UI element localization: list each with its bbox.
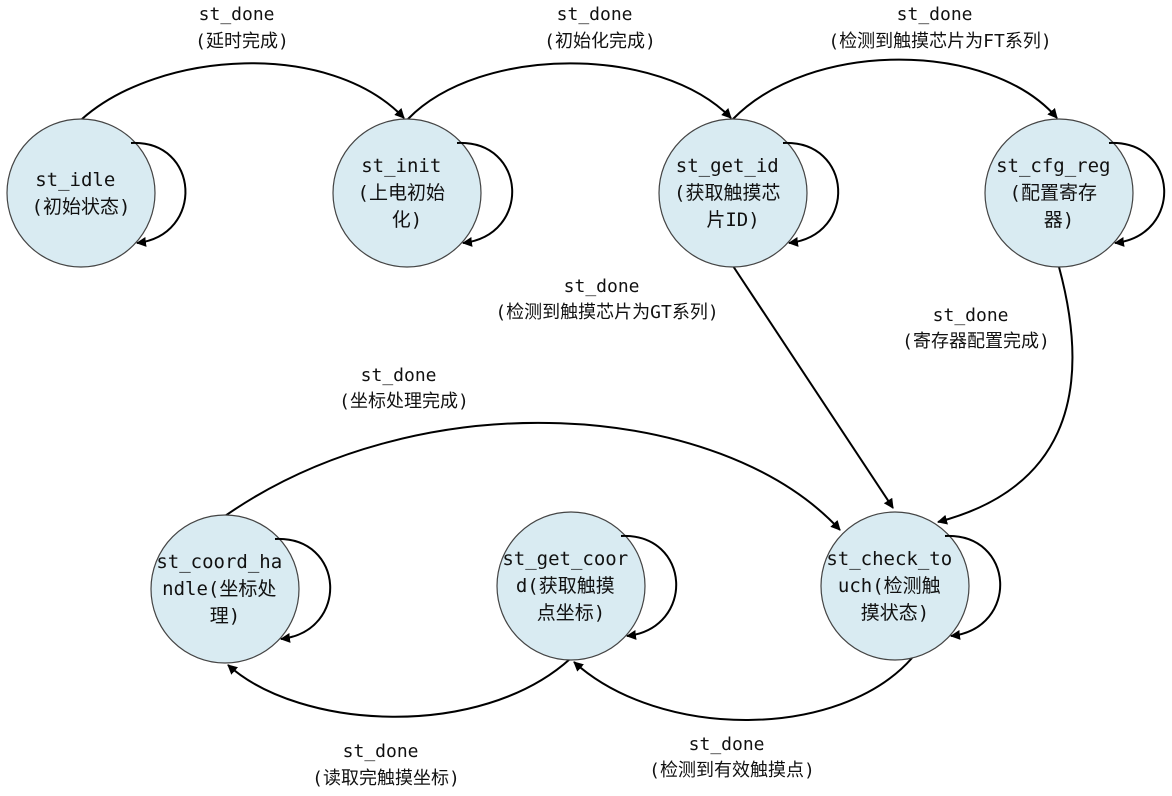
state-label-line: (获取触摸芯: [674, 182, 780, 204]
self-loop: [782, 141, 840, 247]
svg-text:st_coord_ha ndle(坐标处: st_coord_ha ndle(坐标处 理): [156, 551, 293, 627]
state-label-line: st_coord_ha: [156, 551, 282, 573]
edge-label-line: (初始化完成): [544, 31, 656, 52]
state-label-line: (上电初始: [358, 182, 445, 204]
label-getid-to-check: st_done (检测到触摸芯片为GT系列): [495, 276, 718, 323]
state-label-line: 化): [392, 209, 422, 231]
state-circle: [496, 511, 646, 661]
state-label-line: (配置寄存: [1010, 182, 1097, 204]
self-loop: [1108, 141, 1166, 247]
state-label-line: (初始状态): [32, 196, 131, 218]
state-circle: [984, 118, 1134, 268]
edge-getc-to-coordh: [227, 658, 571, 718]
svg-text:st_get_id (获取触摸芯 片: st_get_id (获取触摸芯 片ID): [674, 155, 792, 231]
edge-label-line: (延时完成): [195, 31, 289, 52]
edge-label-line: st_done: [199, 4, 275, 25]
self-loop: [944, 534, 1002, 640]
state-st-init: st_init (上电初始 化): [332, 118, 514, 268]
self-loop: [456, 141, 514, 247]
state-label-line: st_get_id: [676, 155, 779, 177]
edge-label-line: (坐标处理完成): [339, 391, 469, 412]
edge-label-line: (检测到有效触摸点): [649, 760, 815, 781]
state-label-line: 片ID): [706, 209, 759, 231]
edge-label-line: st_done: [361, 365, 437, 386]
edge-getid-to-cfg: [732, 58, 1058, 120]
svg-text:st_check_to uch(检测触: st_check_to uch(检测触 摸状态): [826, 548, 963, 624]
state-label-line: 器): [1044, 209, 1074, 231]
label-coordh-to-check: st_done (坐标处理完成): [339, 365, 469, 412]
state-label-line: st_get_coor: [502, 548, 628, 570]
state-label-line: ndle(坐标处: [162, 578, 276, 600]
label-idle-to-init: st_done (延时完成): [195, 4, 289, 52]
edge-label-line: st_done: [564, 276, 640, 297]
state-st-get-coord: st_get_coor d(获取触摸 点坐标): [496, 511, 678, 661]
self-loop: [620, 534, 678, 640]
state-label-line: d(获取触摸: [516, 575, 615, 597]
svg-text:st_idle (初始状态): st_idle (初始状态): [32, 169, 131, 218]
label-init-to-getid: st_done (初始化完成): [544, 4, 656, 52]
state-label-line: st_cfg_reg: [996, 155, 1110, 177]
label-getid-to-cfg: st_done (检测到触摸芯片为FT系列): [828, 4, 1051, 52]
edge-getid-to-check: [732, 265, 894, 509]
edge-label-line: (读取完触摸坐标): [312, 768, 460, 789]
state-circle: [332, 118, 482, 268]
self-loop: [130, 141, 187, 247]
state-st-cfg-reg: st_cfg_reg (配置寄存 器): [984, 118, 1166, 268]
edge-label-line: (检测到触摸芯片为GT系列): [495, 302, 718, 323]
state-label-line: uch(检测触: [838, 575, 941, 597]
svg-text:st_get_coor d(获取触摸: st_get_coor d(获取触摸 点坐标): [502, 548, 639, 624]
state-circle: [658, 118, 808, 268]
edge-check-to-getc: [573, 657, 913, 721]
state-st-check-touch: st_check_to uch(检测触 摸状态): [820, 511, 1002, 661]
label-getc-to-coordh: st_done (读取完触摸坐标): [312, 741, 460, 789]
state-label-line: 理): [210, 605, 240, 627]
svg-text:st_cfg_reg (配置寄存 器: st_cfg_reg (配置寄存 器): [996, 155, 1122, 231]
label-cfg-to-check: st_done (寄存器配置完成): [902, 305, 1050, 352]
edge-label-line: st_done: [897, 4, 973, 25]
state-st-idle: st_idle (初始状态): [6, 118, 187, 268]
edge-label-line: (检测到触摸芯片为FT系列): [828, 31, 1051, 52]
edge-idle-to-init: [81, 62, 405, 120]
state-circle: [150, 514, 300, 664]
edge-label-line: st_done: [933, 305, 1009, 326]
state-st-coord-handle: st_coord_ha ndle(坐标处 理): [150, 514, 332, 664]
state-label-line: 点坐标): [537, 602, 605, 624]
edge-label-line: (寄存器配置完成): [902, 331, 1050, 352]
state-label-line: st_check_to: [826, 548, 952, 570]
label-check-to-getc: st_done (检测到有效触摸点): [649, 734, 815, 781]
edge-init-to-getid: [407, 62, 732, 120]
state-label-line: st_idle: [35, 169, 115, 191]
self-loop: [274, 537, 332, 643]
state-circle: [820, 511, 970, 661]
state-st-get-id: st_get_id (获取触摸芯 片ID): [658, 118, 840, 268]
edge-label-line: st_done: [689, 734, 765, 755]
edge-cfg-to-check: [937, 266, 1074, 525]
state-circle: [6, 118, 156, 268]
state-label-line: 摸状态): [861, 602, 929, 624]
edge-coordh-to-check: [224, 421, 841, 531]
edge-label-line: st_done: [557, 4, 633, 25]
svg-text:st_init (上电初始 化): st_init (上电初始 化): [358, 155, 457, 231]
edge-label-line: st_done: [343, 741, 419, 762]
state-label-line: st_init: [361, 155, 441, 177]
